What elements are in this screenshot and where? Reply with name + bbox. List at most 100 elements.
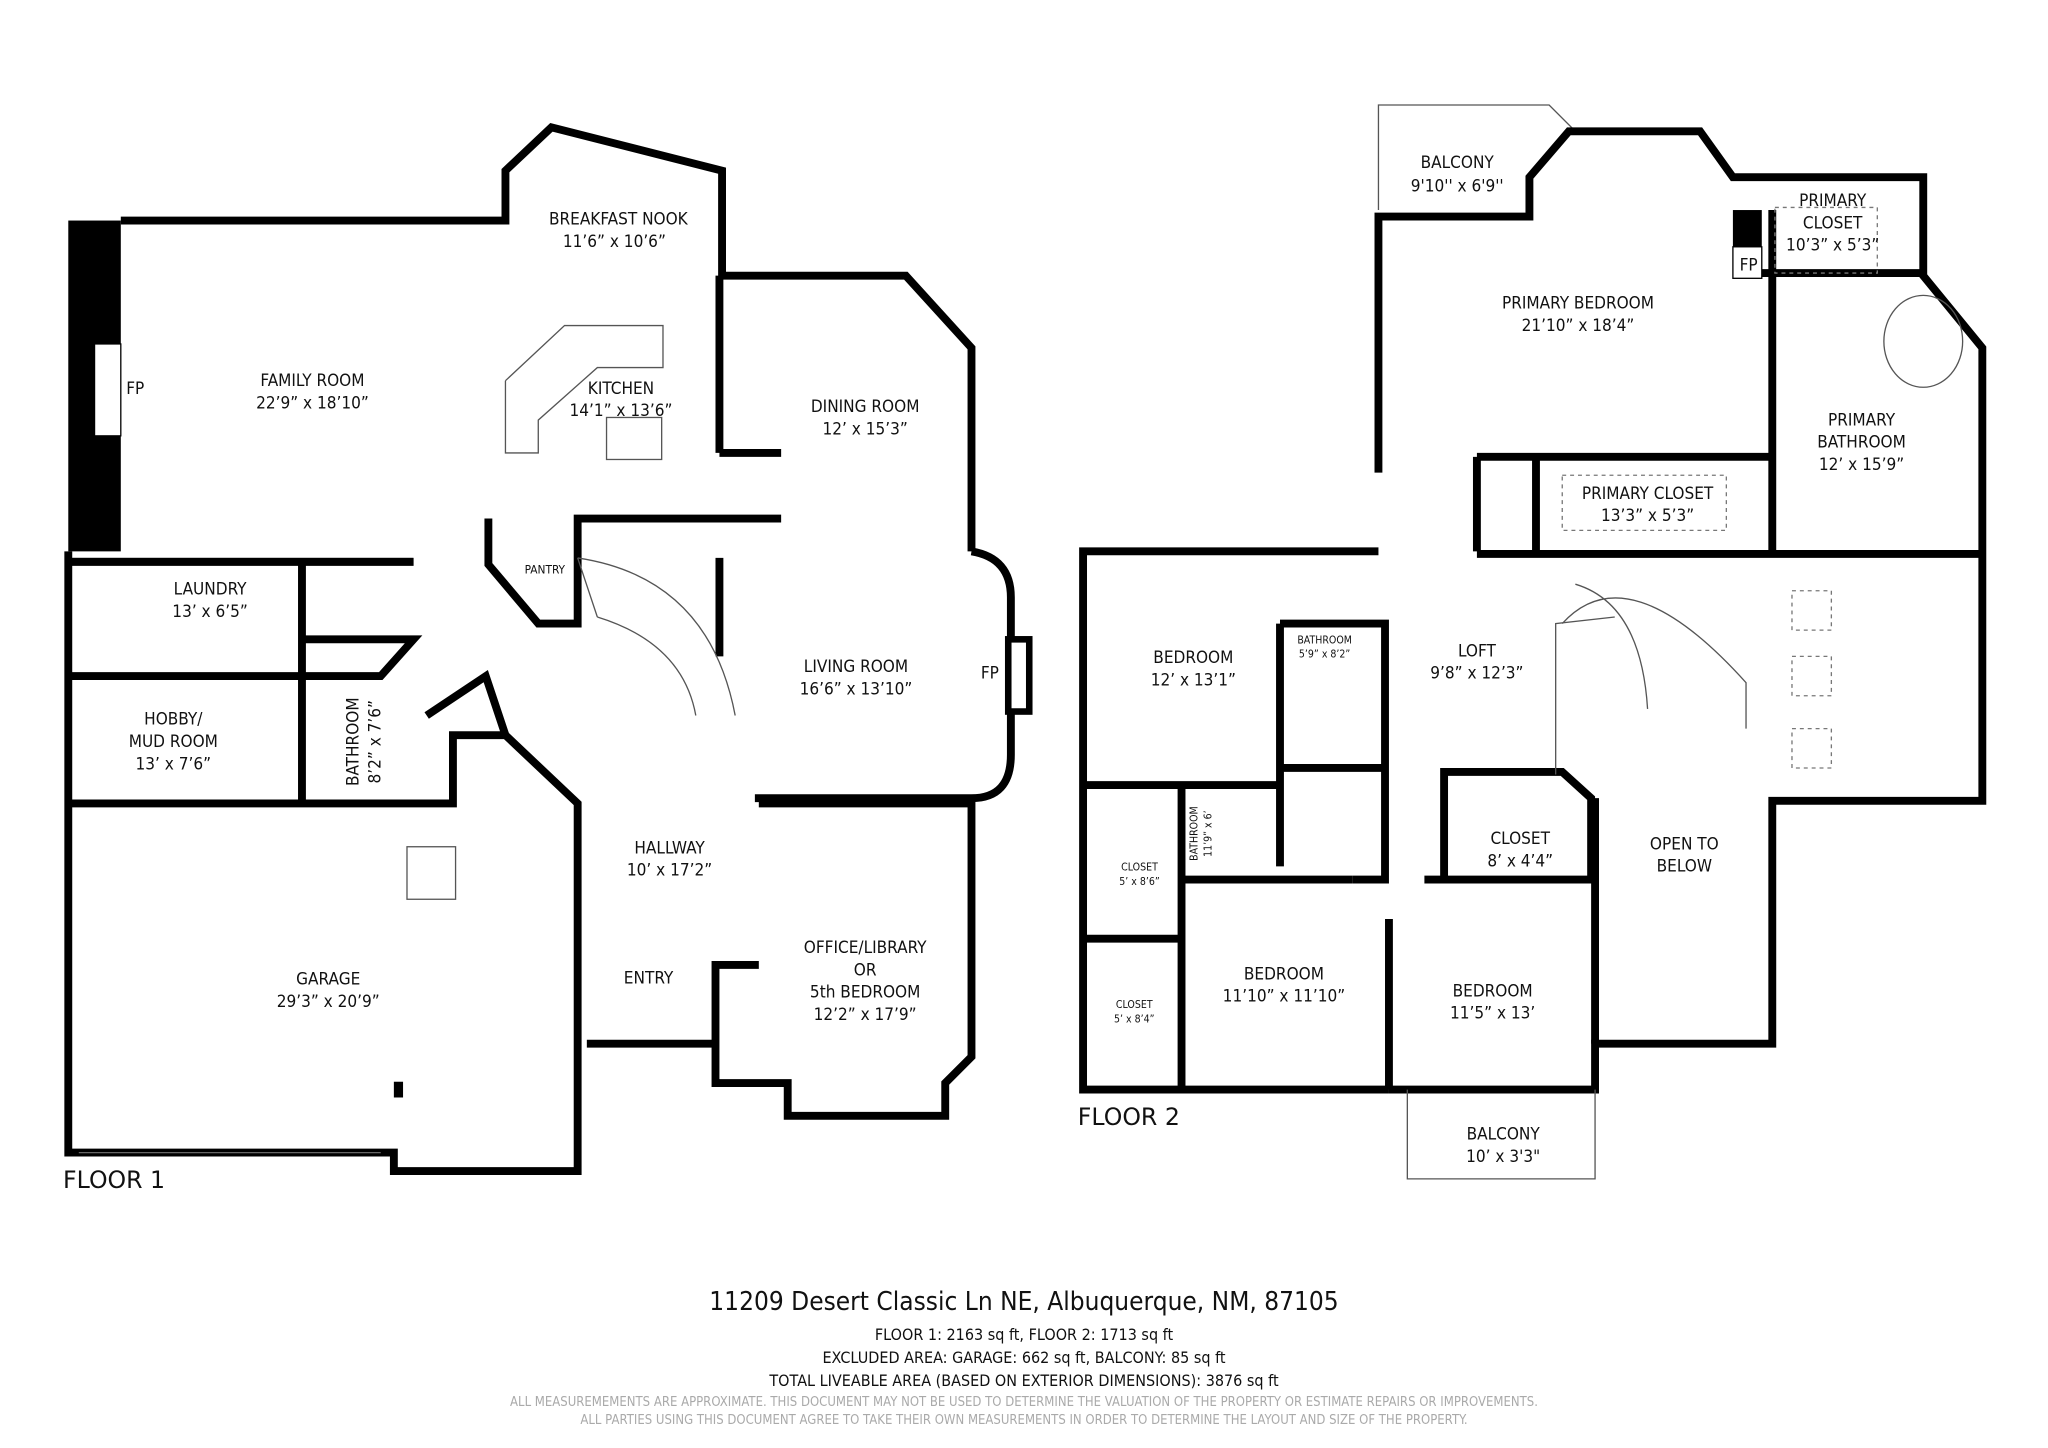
pantry-wall	[484, 514, 782, 628]
room-name: BATHROOM	[1188, 806, 1200, 861]
skylight	[1791, 727, 1833, 769]
room-dims: 11’6” x 10’6”	[563, 232, 666, 252]
room-dims: 11’9” x 6’	[1203, 810, 1215, 857]
room-name: HALLWAY	[634, 838, 705, 858]
staircase	[1561, 583, 1747, 729]
room-dims: 9'10'' x 6'9''	[1411, 177, 1504, 197]
floor-1-label: FLOOR 1	[63, 1166, 165, 1194]
address: 11209 Desert Classic Ln NE, Albuquerque,…	[709, 1287, 1339, 1317]
room-name: CLOSET	[1490, 829, 1550, 849]
room-name: MUD ROOM	[129, 732, 218, 752]
fireplace-block	[1732, 210, 1762, 247]
room-name: CLOSET	[1803, 213, 1863, 233]
room-name: BATHROOM	[343, 697, 363, 786]
room-name: OPEN TO	[1650, 834, 1719, 854]
room-dims: 11’10” x 11’10”	[1223, 987, 1345, 1007]
room-name: BATHROOM	[1297, 634, 1352, 646]
fp-label: FP	[126, 379, 144, 399]
room-name: ENTRY	[624, 968, 674, 988]
room-name: FAMILY ROOM	[260, 371, 364, 391]
skylight	[1791, 655, 1833, 697]
floor-1-plan	[64, 122, 1033, 1175]
room-name: LOFT	[1458, 641, 1497, 661]
excluded-area: EXCLUDED AREA: GARAGE: 662 sq ft, BALCON…	[822, 1348, 1226, 1367]
room-name: BATHROOM	[1817, 433, 1906, 453]
disclaimer-line-2: ALL PARTIES USING THIS DOCUMENT AGREE TO…	[580, 1413, 1468, 1428]
bath-a-wall	[1279, 619, 1389, 884]
room-name: BREAKFAST NOOK	[549, 209, 689, 229]
room-dims: 9’8” x 12’3”	[1430, 664, 1523, 684]
room-dims: 16’6” x 13’10”	[800, 679, 913, 699]
room-dims: 13’ x 6’5”	[172, 602, 248, 622]
room-dims: 14’1” x 13’6”	[569, 401, 672, 421]
room-name: CLOSET	[1116, 999, 1153, 1011]
fireplace-icon	[93, 343, 122, 437]
room-dims: 10’ x 17’2”	[627, 861, 712, 881]
skylight	[1791, 590, 1833, 631]
disclaimer-line-1: ALL MEASUREMEMENTS ARE APPROXIMATE. THIS…	[510, 1395, 1538, 1410]
balcony-railing	[1377, 104, 1576, 211]
room-dims: 10’ x 3'3"	[1466, 1147, 1540, 1167]
garage-wall	[64, 551, 582, 1175]
room-name: BEDROOM	[1453, 981, 1533, 1001]
room-name: PANTRY	[525, 563, 566, 577]
closet-shelf	[1774, 206, 1878, 274]
room-dims: 12’ x 13’1”	[1151, 670, 1236, 690]
closet-shelf	[1561, 474, 1727, 532]
garage-post	[393, 1081, 404, 1098]
room-name: PRIMARY CLOSET	[1582, 484, 1714, 504]
kitchen-island	[605, 416, 663, 461]
room-dims: 12’ x 15’3”	[823, 420, 908, 440]
room-dims: 13’ x 7’6”	[136, 754, 212, 774]
loft-railing	[1555, 616, 1615, 775]
floor-2-plan	[1079, 104, 1987, 1180]
balcony-bottom-railing	[1406, 1089, 1596, 1180]
kitchen-counter	[504, 324, 664, 454]
fp-label: FP	[1740, 255, 1758, 275]
room-dims: 5’9” x 8’2”	[1299, 649, 1351, 661]
room-name: DINING ROOM	[811, 397, 920, 417]
west-wall	[1079, 547, 1389, 1094]
room-name: LIVING ROOM	[804, 657, 908, 677]
exterior-wall	[120, 122, 976, 552]
room-dims: 8’ x 4’4”	[1487, 851, 1553, 871]
room-dims: 21’10” x 18’4”	[1522, 316, 1635, 336]
stair-wall	[424, 669, 510, 737]
room-dims: 12’ x 15’9”	[1819, 455, 1904, 475]
room-name: BALCONY	[1467, 1124, 1541, 1144]
room-name: PRIMARY BEDROOM	[1502, 294, 1654, 314]
room-name: PRIMARY	[1799, 191, 1867, 211]
room-dims: 22’9” x 18’10”	[256, 393, 369, 413]
bath-wall	[301, 635, 423, 681]
room-dims: 12’2” x 17’9”	[814, 1005, 917, 1025]
room-dims: 29’3” x 20’9”	[277, 992, 380, 1012]
room-name: OR	[854, 960, 877, 980]
room-dims: 10’3” x 5’3”	[1786, 236, 1879, 256]
room-name: KITCHEN	[588, 379, 654, 399]
room-dims: 11’5” x 13’	[1450, 1004, 1535, 1024]
office-wall	[711, 799, 976, 1120]
bathtub-icon	[1883, 294, 1964, 388]
room-name: HOBBY/	[144, 710, 203, 730]
room-name: PRIMARY	[1828, 410, 1896, 430]
staircase	[577, 557, 736, 716]
room-name: LAUNDRY	[174, 580, 247, 600]
fp-label: FP	[981, 664, 999, 684]
floor-2-label: FLOOR 2	[1078, 1103, 1180, 1131]
room-name: BELOW	[1657, 857, 1712, 877]
room-name: 5th BEDROOM	[810, 983, 920, 1003]
room-name: BEDROOM	[1153, 648, 1233, 668]
room-name: BEDROOM	[1244, 964, 1324, 984]
fireplace-icon	[1732, 246, 1763, 279]
room-dims: 13’3” x 5’3”	[1601, 506, 1694, 526]
room-name: BALCONY	[1421, 153, 1495, 173]
living-bay-wall	[754, 547, 1015, 803]
floor-areas: FLOOR 1: 2163 sq ft, FLOOR 2: 1713 sq ft	[874, 1325, 1174, 1344]
room-dims: 5’ x 8’6”	[1119, 876, 1160, 888]
closet-b-wall	[1424, 767, 1596, 884]
room-name: CLOSET	[1121, 861, 1158, 873]
primary-exterior-wall	[1374, 127, 1987, 1094]
room-name: GARAGE	[296, 970, 360, 990]
room-dims: 8’2” x 7’6”	[366, 700, 386, 783]
